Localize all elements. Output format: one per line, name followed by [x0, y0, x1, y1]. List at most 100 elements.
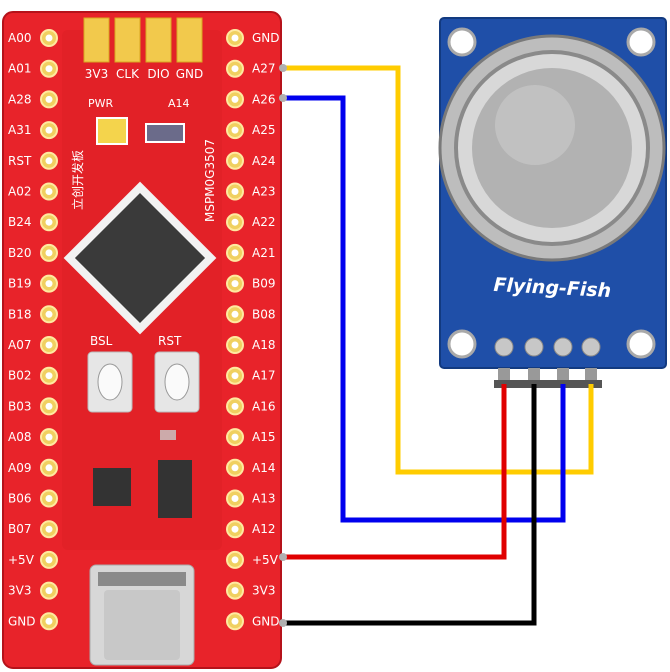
debug-pad: [145, 17, 172, 63]
right-pin-hole: [226, 90, 244, 109]
right-pin-label: 3V3: [252, 584, 275, 598]
left-pin-label: 3V3: [8, 584, 31, 598]
right-pin-holes: [226, 29, 244, 631]
left-pin-hole: [40, 151, 58, 170]
wires: [283, 65, 594, 626]
left-pin-label: A02: [8, 185, 31, 199]
right-pin-hole: [226, 581, 244, 600]
right-pin-label: A24: [252, 154, 275, 168]
small-chip-right: [158, 460, 192, 518]
pwr-led: [96, 117, 128, 145]
right-pin-hole: [226, 489, 244, 508]
right-pin-label: A18: [252, 338, 275, 352]
right-pin-label: A15: [252, 430, 275, 444]
debug-pad: [176, 17, 203, 63]
wire-black-gnd: [283, 384, 537, 626]
right-pin-label: A22: [252, 215, 275, 229]
mount-hole-bl: [447, 329, 477, 359]
smd-component: [160, 430, 176, 440]
bsl-button: [87, 351, 133, 413]
right-pin-label: B08: [252, 307, 276, 321]
right-pin-hole: [226, 274, 244, 293]
right-pin-hole: [226, 520, 244, 539]
left-pin-hole: [40, 274, 58, 293]
wire-yellow-a27: [283, 65, 594, 475]
left-pin-hole: [40, 612, 58, 631]
left-pin-hole: [40, 305, 58, 324]
left-pin-holes: [40, 29, 58, 631]
right-pin-hole: [226, 612, 244, 631]
mount-hole-tl: [447, 27, 477, 57]
left-pin-label: B02: [8, 369, 32, 383]
right-pin-label: A17: [252, 369, 275, 383]
left-pin-hole: [40, 243, 58, 262]
right-pin-label: A12: [252, 522, 275, 536]
a14-label: A14: [168, 97, 190, 110]
wire-red-5v: [283, 384, 507, 560]
left-pin-label: A07: [8, 338, 31, 352]
mount-hole-tr: [626, 27, 656, 57]
left-pin-hole: [40, 520, 58, 539]
right-pin-label: A14: [252, 461, 275, 475]
pwr-label: PWR: [88, 97, 114, 110]
right-pin-hole: [226, 243, 244, 262]
left-pin-label: A01: [8, 62, 31, 76]
left-pin-label: A00: [8, 31, 31, 45]
debug-pad-label: GND: [176, 67, 204, 81]
rst-label: RST: [158, 334, 182, 348]
left-pin-hole: [40, 90, 58, 109]
left-pin-hole: [40, 397, 58, 416]
left-pin-label: A28: [8, 92, 31, 106]
left-pin-hole: [40, 366, 58, 385]
right-pin-hole: [226, 458, 244, 477]
right-pin-label: A27: [252, 62, 275, 76]
left-pin-hole: [40, 489, 58, 508]
chip-name-label: MSPM0G3507: [203, 139, 217, 222]
wire-blue-a26: [283, 95, 566, 523]
right-pin-hole: [226, 182, 244, 201]
right-pin-hole: [226, 305, 244, 324]
mount-hole-br: [626, 329, 656, 359]
left-pin-hole: [40, 581, 58, 600]
left-pin-label: B06: [8, 492, 32, 506]
right-pin-hole: [226, 366, 244, 385]
small-chip-left: [93, 468, 131, 506]
left-pin-hole: [40, 121, 58, 140]
right-pin-label: A26: [252, 92, 275, 106]
left-pin-label: B19: [8, 277, 32, 291]
left-pin-hole: [40, 458, 58, 477]
right-pin-label: +5V: [252, 553, 279, 567]
left-pin-label: +5V: [8, 553, 35, 567]
rst-button: [154, 351, 200, 413]
left-pin-labels: A00A01A28A31RSTA02B24B20B19B18A07B02B03A…: [8, 31, 36, 628]
right-pin-hole: [226, 29, 244, 47]
sensor-header-pins: [494, 368, 602, 388]
left-pin-label: B07: [8, 522, 32, 536]
left-pin-label: A08: [8, 430, 31, 444]
sensor-pads: [494, 337, 601, 357]
right-pin-label: GND: [252, 31, 280, 45]
right-pin-hole: [226, 59, 244, 78]
left-pin-hole: [40, 59, 58, 78]
right-pin-label: A21: [252, 246, 275, 260]
debug-pad-label: 3V3: [85, 67, 108, 81]
left-pin-label: RST: [8, 154, 32, 168]
gas-sensor-module: Flying-Fish: [438, 17, 667, 388]
right-pin-labels: GNDA27A26A25A24A23A22A21B09B08A18A17A16A…: [252, 31, 280, 628]
debug-pad-label: DIO: [147, 67, 169, 81]
left-pin-label: A09: [8, 461, 31, 475]
left-pin-hole: [40, 182, 58, 201]
right-pin-label: B09: [252, 277, 276, 291]
left-pin-label: B03: [8, 399, 32, 413]
right-pin-hole: [226, 428, 244, 447]
debug-pad: [114, 17, 141, 63]
left-pin-label: GND: [8, 614, 36, 628]
right-pin-hole: [226, 151, 244, 170]
left-pin-hole: [40, 213, 58, 232]
right-pin-label: A25: [252, 123, 275, 137]
bsl-label: BSL: [90, 334, 113, 348]
right-pin-hole: [226, 213, 244, 232]
